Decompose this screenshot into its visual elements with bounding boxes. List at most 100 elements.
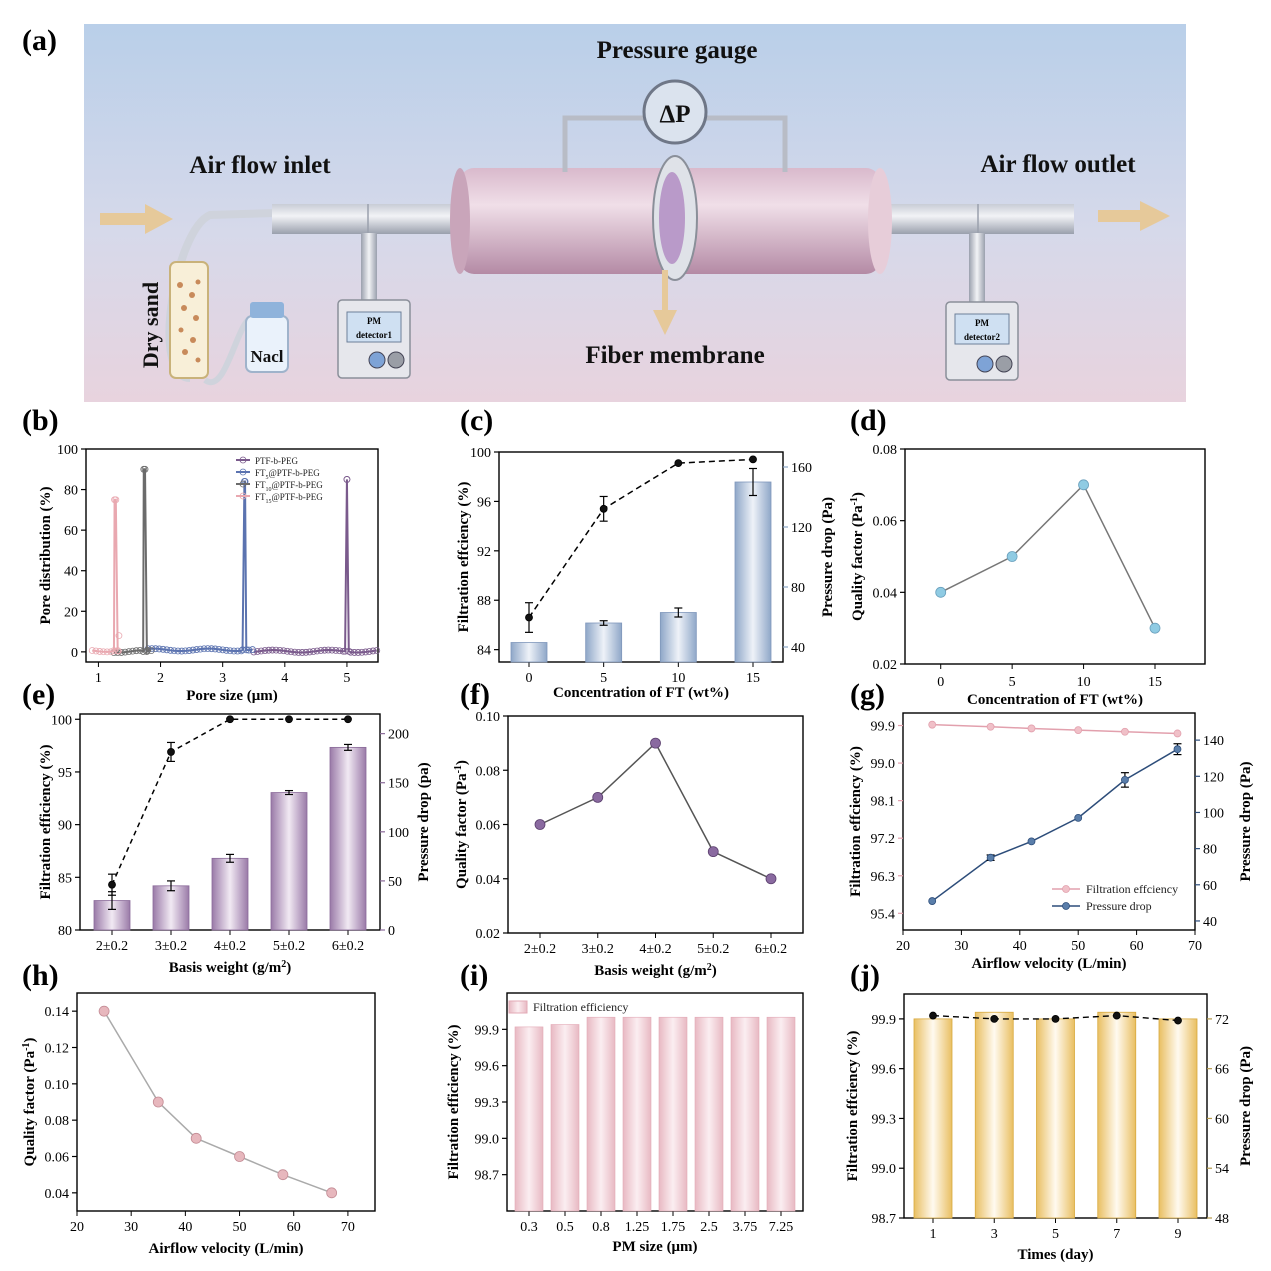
chart-j-bar — [1036, 1018, 1075, 1219]
chart-g-efficiency-point — [928, 720, 937, 729]
chart-b-point — [276, 646, 284, 654]
chart-i-ytick-label: 99.3 — [475, 1096, 500, 1111]
chart-c-ytick-right-label: 120 — [791, 521, 812, 536]
chart-i-ytick-label: 99.0 — [475, 1132, 500, 1147]
chart-b-point — [328, 646, 336, 654]
chart-i-bar — [658, 1016, 688, 1212]
chart-j-ytick-label: 99.0 — [872, 1162, 897, 1177]
chart-b-point — [302, 648, 310, 656]
chart-h-point — [190, 1132, 202, 1144]
chart-b-point — [309, 648, 317, 655]
svg-text:detector2: detector2 — [964, 332, 1000, 342]
chart-b-point — [347, 648, 355, 656]
pm-detector-1: PM detector1 — [337, 299, 411, 379]
chart-j-ytick-right-label: 72 — [1215, 1013, 1229, 1028]
chart-b-point — [182, 647, 189, 655]
chart-h-ytick-label: 0.14 — [45, 1005, 70, 1020]
chart-d-point — [1006, 551, 1018, 562]
chart-f-point — [650, 737, 661, 749]
chart-j-xtick-label: 7 — [1113, 1227, 1120, 1242]
chart-g-pressure-point — [986, 853, 995, 862]
chart-b-legend-label: FT10@PTF-b-PEG — [255, 480, 323, 493]
chart-b-point — [324, 646, 332, 654]
chart-e-ytick-right-label: 50 — [388, 875, 402, 890]
chart-c-bar — [734, 481, 772, 663]
chart-j-bar — [974, 1011, 1014, 1219]
chart-g-ytick-right-label: 120 — [1203, 770, 1224, 785]
chart-b-point — [92, 647, 100, 655]
chart-i-bar — [550, 1024, 580, 1212]
chart-b-point — [170, 647, 178, 655]
chart-f-xtick-label: 3±0.2 — [582, 942, 614, 957]
chart-b-point — [272, 646, 280, 654]
chart-f-xtick-label: 2±0.2 — [524, 942, 556, 957]
chart-j-bar — [1158, 1018, 1198, 1219]
chart-i-xtick-label: 0.3 — [520, 1220, 538, 1235]
chart-d-y-axis-title: Quality factor (Pa-1) — [849, 492, 867, 621]
chart-g-ytick-label: 95.4 — [871, 907, 896, 922]
chart-b-point — [306, 648, 314, 656]
chart-i-y-axis-title: Filtration efficiency (%) — [446, 1025, 462, 1180]
chart-b-ytick-label: 60 — [64, 524, 78, 539]
chart-h-xtick-label: 40 — [178, 1220, 192, 1235]
chart-b-point — [88, 647, 96, 654]
chart-b-legend-marker — [239, 492, 247, 500]
chart-h-y-axis-title: Quality factor (Pa-1) — [21, 1038, 39, 1167]
chart-j-bar — [913, 1018, 953, 1219]
chart-i-xtick-label: 3.75 — [733, 1220, 758, 1235]
chart-f-y-axis-title: Quality factor (Pa-1) — [453, 760, 471, 889]
chart-d-xtick-label: 10 — [1077, 675, 1091, 690]
chart-g-pressure-point — [928, 897, 937, 905]
chart-b-legend-marker — [239, 456, 247, 464]
chart-e-ytick-right-label: 100 — [388, 826, 409, 841]
chart-e-y-axis-title-left: Filtration efficiency (%) — [38, 745, 54, 900]
chart-b-ytick-label: 0 — [71, 646, 78, 661]
left-pipe — [272, 204, 462, 234]
chart-e-efficiency-line — [111, 718, 348, 885]
dry-sand-column — [169, 261, 209, 379]
chart-b-point — [343, 476, 351, 483]
chart-b-point — [125, 648, 133, 656]
chart-g-pressure-point — [1027, 837, 1036, 846]
chart-c-efficiency-line — [528, 458, 754, 618]
chart-b-point — [358, 648, 366, 656]
chart-b-x-axis-title: Pore size (μm) — [186, 688, 278, 704]
chart-e-efficiency-point — [344, 715, 352, 724]
chart-b-point — [185, 647, 193, 654]
chart-g-xtick-label: 30 — [954, 939, 968, 954]
pressure-gauge-label: Pressure gauge — [597, 37, 758, 64]
chart-b-point — [339, 647, 347, 655]
chart-b-point — [354, 649, 362, 656]
chart-e-ytick-label: 100 — [51, 713, 72, 728]
gauge-connector — [562, 115, 788, 172]
chart-j-x-axis-title: Times (day) — [1018, 1247, 1094, 1263]
chart-b-point — [369, 647, 377, 655]
chart-b-point — [121, 648, 129, 656]
chart-e-ytick-right-label: 150 — [388, 777, 409, 792]
chart-b-point — [211, 645, 219, 653]
chart-g-ytick-label: 97.2 — [871, 832, 896, 847]
chart-i-x-axis-title: PM size (μm) — [612, 1239, 697, 1255]
chart-b-point — [196, 645, 204, 653]
panel-letter-c: (c) — [460, 404, 493, 437]
chart-f-line — [539, 741, 772, 880]
chart-j-xtick-label: 9 — [1175, 1227, 1182, 1242]
chart-e-y-axis-title-right: Pressure drop (pa) — [416, 762, 432, 881]
chart-c-x-axis-title: Concentration of FT (wt%) — [553, 685, 729, 701]
chart-g-legend-label: Filtration effciency — [1086, 882, 1178, 896]
chart-h-ytick-label: 0.04 — [45, 1187, 70, 1202]
chart-b-ytick-label: 20 — [64, 605, 78, 620]
chart-g-pressure-line — [931, 748, 1178, 902]
air-outlet-label: Air flow outlet — [980, 151, 1136, 178]
chart-f-point — [592, 791, 604, 803]
panel-letter-f: (f) — [460, 678, 490, 711]
chart-g-x-axis-title: Airflow velocity (L/min) — [972, 956, 1127, 972]
chart-i-bar — [730, 1016, 760, 1212]
panel-letter-i: (i) — [460, 959, 488, 992]
fiber-membrane-label: Fiber membrane — [585, 342, 764, 369]
chart-e-xtick-label: 6±0.2 — [332, 939, 364, 954]
chart-j-efficiency-point — [1112, 1011, 1121, 1020]
chart-b-point — [295, 649, 302, 656]
